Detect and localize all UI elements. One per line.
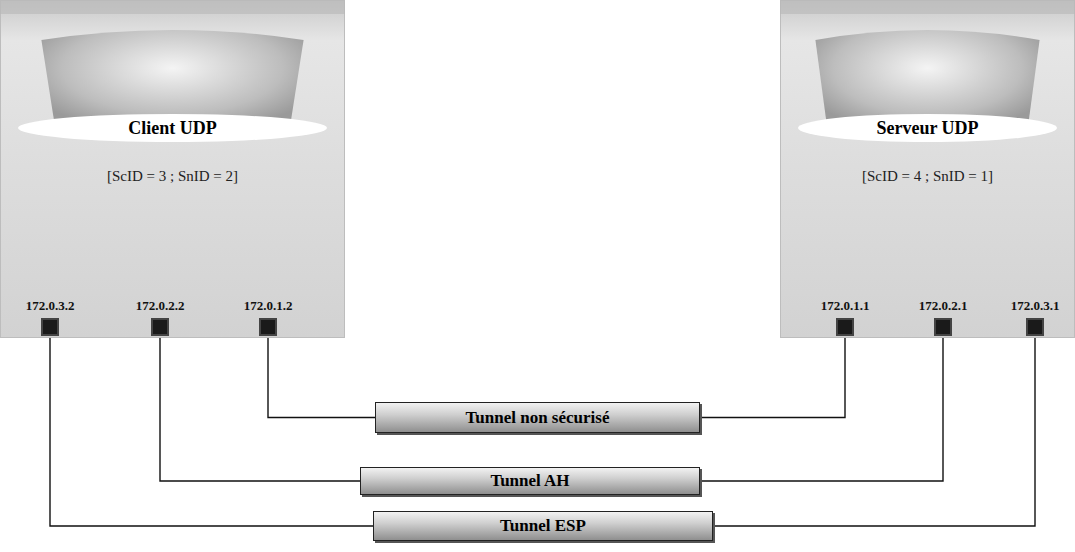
interface-port: 172.0.3.1 xyxy=(1011,298,1060,336)
host-title: Client UDP xyxy=(18,114,327,142)
port-square xyxy=(41,318,59,336)
host-box: 172.0.3.2 172.0.2.2 172.0.1.2 Client UDP [Sc… xyxy=(0,0,345,338)
tunnel-link xyxy=(268,336,375,418)
tunnel-link xyxy=(700,336,845,418)
host-ids: [ScID = 3 ; SnID = 2] xyxy=(0,168,345,185)
tunnel-link xyxy=(700,336,943,481)
interface-port: 172.0.2.1 xyxy=(919,298,968,336)
port-square xyxy=(1026,318,1044,336)
ip-address: 172.0.2.1 xyxy=(919,298,968,314)
interface-port: 172.0.1.2 xyxy=(244,298,293,336)
tunnel-label: Tunnel non sécurisé xyxy=(466,408,610,428)
ip-address: 172.0.2.2 xyxy=(136,298,185,314)
interface-port: 172.0.2.2 xyxy=(136,298,185,336)
port-square xyxy=(259,318,277,336)
tunnel-label: Tunnel ESP xyxy=(500,516,586,536)
host-box: 172.0.1.1 172.0.2.1 172.0.3.1 Serveur UDP [S… xyxy=(780,0,1075,338)
ip-address: 172.0.3.2 xyxy=(26,298,75,314)
interface-port: 172.0.1.1 xyxy=(821,298,870,336)
tunnel-box: Tunnel AH xyxy=(360,467,700,495)
tunnel-link xyxy=(50,336,373,526)
port-square xyxy=(836,318,854,336)
ip-address: 172.0.1.2 xyxy=(244,298,293,314)
ip-address: 172.0.1.1 xyxy=(821,298,870,314)
host-top-edge xyxy=(780,0,1075,14)
tunnel-link xyxy=(713,336,1035,526)
host-title: Serveur UDP xyxy=(798,114,1057,142)
ip-address: 172.0.3.1 xyxy=(1011,298,1060,314)
port-square xyxy=(151,318,169,336)
tunnel-label: Tunnel AH xyxy=(490,471,569,491)
host-ids: [ScID = 4 ; SnID = 1] xyxy=(780,168,1075,185)
tunnel-link xyxy=(160,336,360,481)
tunnel-box: Tunnel non sécurisé xyxy=(375,402,700,433)
port-square xyxy=(934,318,952,336)
host-top-edge xyxy=(0,0,345,14)
interface-port: 172.0.3.2 xyxy=(26,298,75,336)
tunnel-box: Tunnel ESP xyxy=(373,511,713,541)
